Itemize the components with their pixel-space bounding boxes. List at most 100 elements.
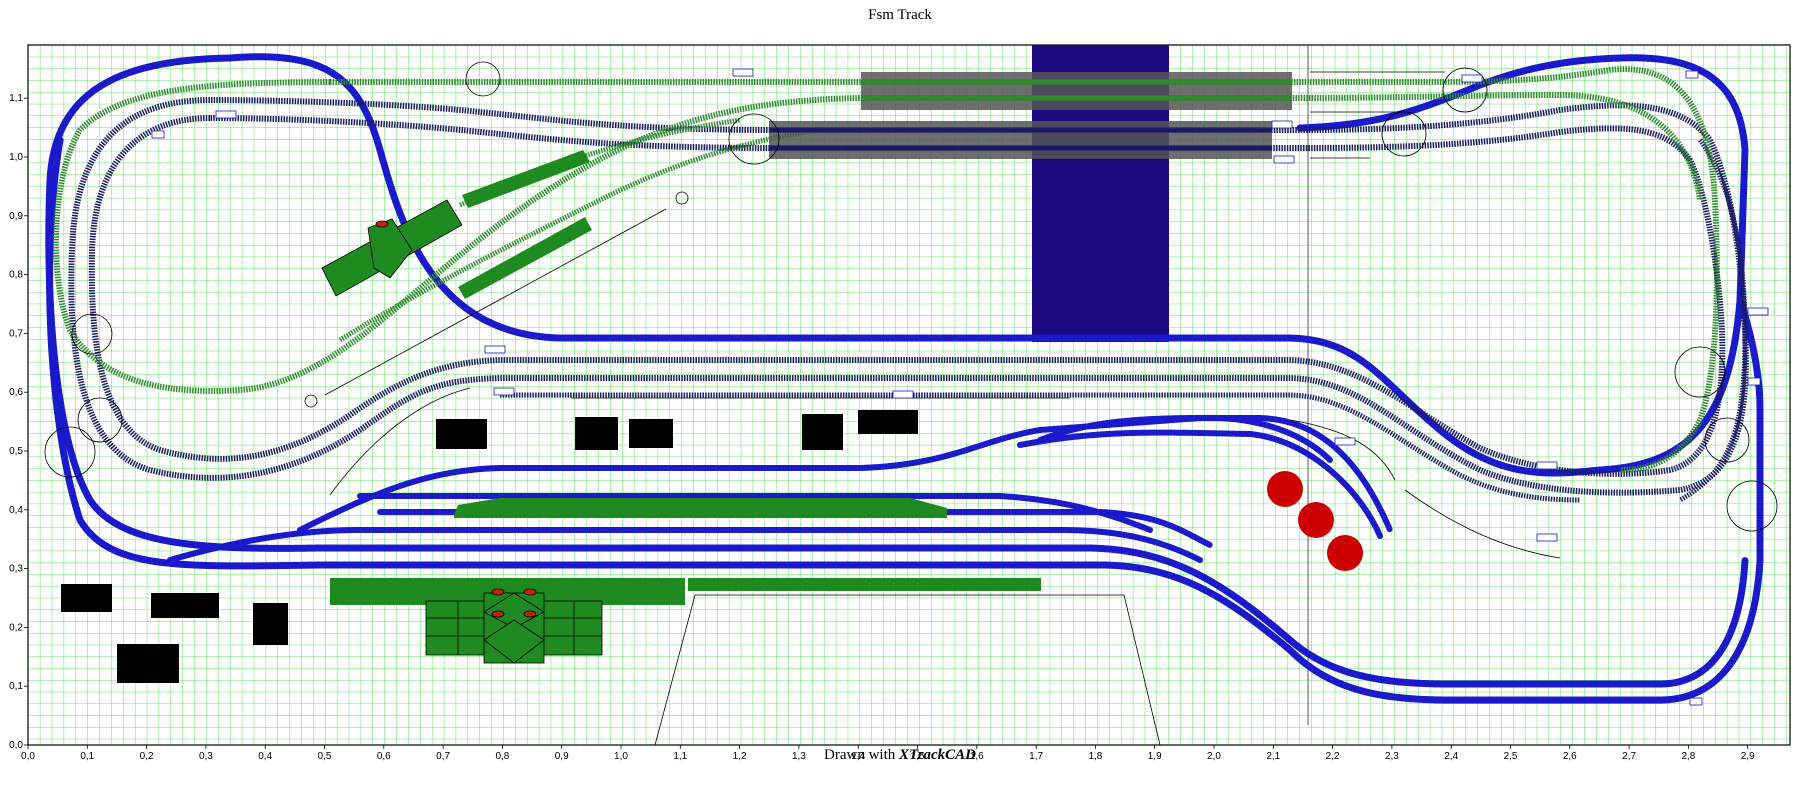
y-tick-label: 0,9 xyxy=(9,211,23,222)
x-tick-label: 2,2 xyxy=(1326,751,1340,762)
layout-border xyxy=(27,44,1791,746)
x-tick-label: 1,7 xyxy=(1029,751,1043,762)
tank xyxy=(1327,535,1363,571)
x-tick-label: 2,3 xyxy=(1385,751,1399,762)
track-label xyxy=(1536,461,1558,470)
x-tick-label: 1,8 xyxy=(1088,751,1102,762)
circle-marker xyxy=(1704,417,1750,463)
station-building-upper-roof xyxy=(367,218,413,279)
yard-track-1 xyxy=(167,527,1203,563)
station-building-lower-marker xyxy=(491,588,505,596)
guide-line xyxy=(324,208,667,396)
circle-marker xyxy=(728,113,780,165)
guide-curve xyxy=(1404,489,1561,559)
green-structures xyxy=(321,150,1041,664)
y-tick-label: 1,1 xyxy=(9,93,23,104)
right-crossover-dark xyxy=(1678,138,1748,503)
x-tick-label: 1,0 xyxy=(614,751,628,762)
yard-track-2 xyxy=(297,414,1333,533)
y-tick-label: 1,0 xyxy=(9,152,23,163)
building xyxy=(253,603,288,645)
layout-title: Fsm Track xyxy=(868,7,932,23)
x-tick-label: 2,5 xyxy=(1504,751,1518,762)
x-tick-label: 0,1 xyxy=(80,751,94,762)
station-building-lower-marker xyxy=(523,610,537,618)
yard-track-6 xyxy=(357,493,1153,533)
dark-track-group xyxy=(68,97,1749,503)
x-tick-label: 0,2 xyxy=(140,751,154,762)
station-building-lower xyxy=(425,588,603,664)
yard-track-4 xyxy=(1017,429,1383,539)
tank xyxy=(1298,502,1334,538)
y-tick-label: 0,5 xyxy=(9,446,23,457)
circle-marker xyxy=(1442,67,1488,113)
platform-center xyxy=(454,498,947,518)
x-tick-label: 2,6 xyxy=(1563,751,1577,762)
guide-curve xyxy=(1289,419,1396,481)
track-label xyxy=(1273,155,1295,164)
track-label xyxy=(892,390,914,399)
x-tick-label: 0,7 xyxy=(436,751,450,762)
x-tick-label: 2,4 xyxy=(1444,751,1458,762)
x-tick-label: 1,5 xyxy=(911,751,925,762)
y-tick-label: 0,0 xyxy=(9,740,23,751)
platform-diag-2 xyxy=(458,217,592,299)
platform-bottom-right xyxy=(688,578,1041,591)
track-label xyxy=(215,110,237,119)
building xyxy=(575,417,618,450)
y-tick-label: 0,6 xyxy=(9,387,23,398)
building xyxy=(858,410,918,434)
x-tick-label: 1,9 xyxy=(1148,751,1162,762)
track-label xyxy=(1536,533,1558,542)
track-label xyxy=(1685,70,1699,79)
track-label xyxy=(493,387,515,396)
station-building-lower-marker xyxy=(491,610,505,618)
red-tanks xyxy=(1267,471,1363,571)
lower-bridge xyxy=(769,121,1272,159)
y-tick-label: 0,7 xyxy=(9,328,23,339)
station-building-lower-marker xyxy=(523,588,537,596)
x-tick-label: 1,1 xyxy=(673,751,687,762)
circle-markers xyxy=(44,61,1778,532)
x-tick-label: 1,2 xyxy=(733,751,747,762)
inner-loop-dark-1 xyxy=(68,97,1749,496)
tank xyxy=(1267,471,1303,507)
blue-track-group xyxy=(45,53,1764,704)
x-tick-label: 1,6 xyxy=(970,751,984,762)
building xyxy=(117,644,179,683)
y-tick-label: 0,3 xyxy=(9,564,23,575)
green-upper-main xyxy=(330,66,1720,473)
x-tick-label: 0,8 xyxy=(495,751,509,762)
yard-track-3 xyxy=(1037,415,1393,533)
track-label xyxy=(1747,377,1761,386)
circle-marker xyxy=(465,61,501,97)
x-tick-label: 0,9 xyxy=(555,751,569,762)
track-label xyxy=(151,130,165,139)
guide-curve xyxy=(329,387,471,496)
upper-bridge xyxy=(861,72,1292,110)
drawn-with-footer: Drawn with XTrackCAD xyxy=(0,747,1800,764)
guide-lines xyxy=(324,71,1561,746)
bottom-sweep-track xyxy=(46,136,1764,704)
green-siding-1 xyxy=(338,127,821,343)
circle-marker xyxy=(77,397,123,443)
y-tick-label: 0,1 xyxy=(9,681,23,692)
x-tick-label: 1,4 xyxy=(851,751,865,762)
circle-marker xyxy=(1726,480,1778,532)
x-tick-label: 0,5 xyxy=(318,751,332,762)
x-tick-label: 2,1 xyxy=(1266,751,1280,762)
station-building-upper xyxy=(321,199,463,297)
x-tick-label: 0,6 xyxy=(377,751,391,762)
y-tick-label: 0,8 xyxy=(9,270,23,281)
station-building-upper-marker xyxy=(375,220,389,228)
y-tick-label: 0,2 xyxy=(9,622,23,633)
x-tick-label: 2,7 xyxy=(1622,751,1636,762)
circle-marker xyxy=(304,394,318,408)
x-tick-label: 0,3 xyxy=(199,751,213,762)
building xyxy=(629,419,673,448)
platform-outline xyxy=(654,594,1161,746)
track-label xyxy=(732,68,754,77)
track-label xyxy=(1334,437,1356,446)
building xyxy=(436,419,487,449)
